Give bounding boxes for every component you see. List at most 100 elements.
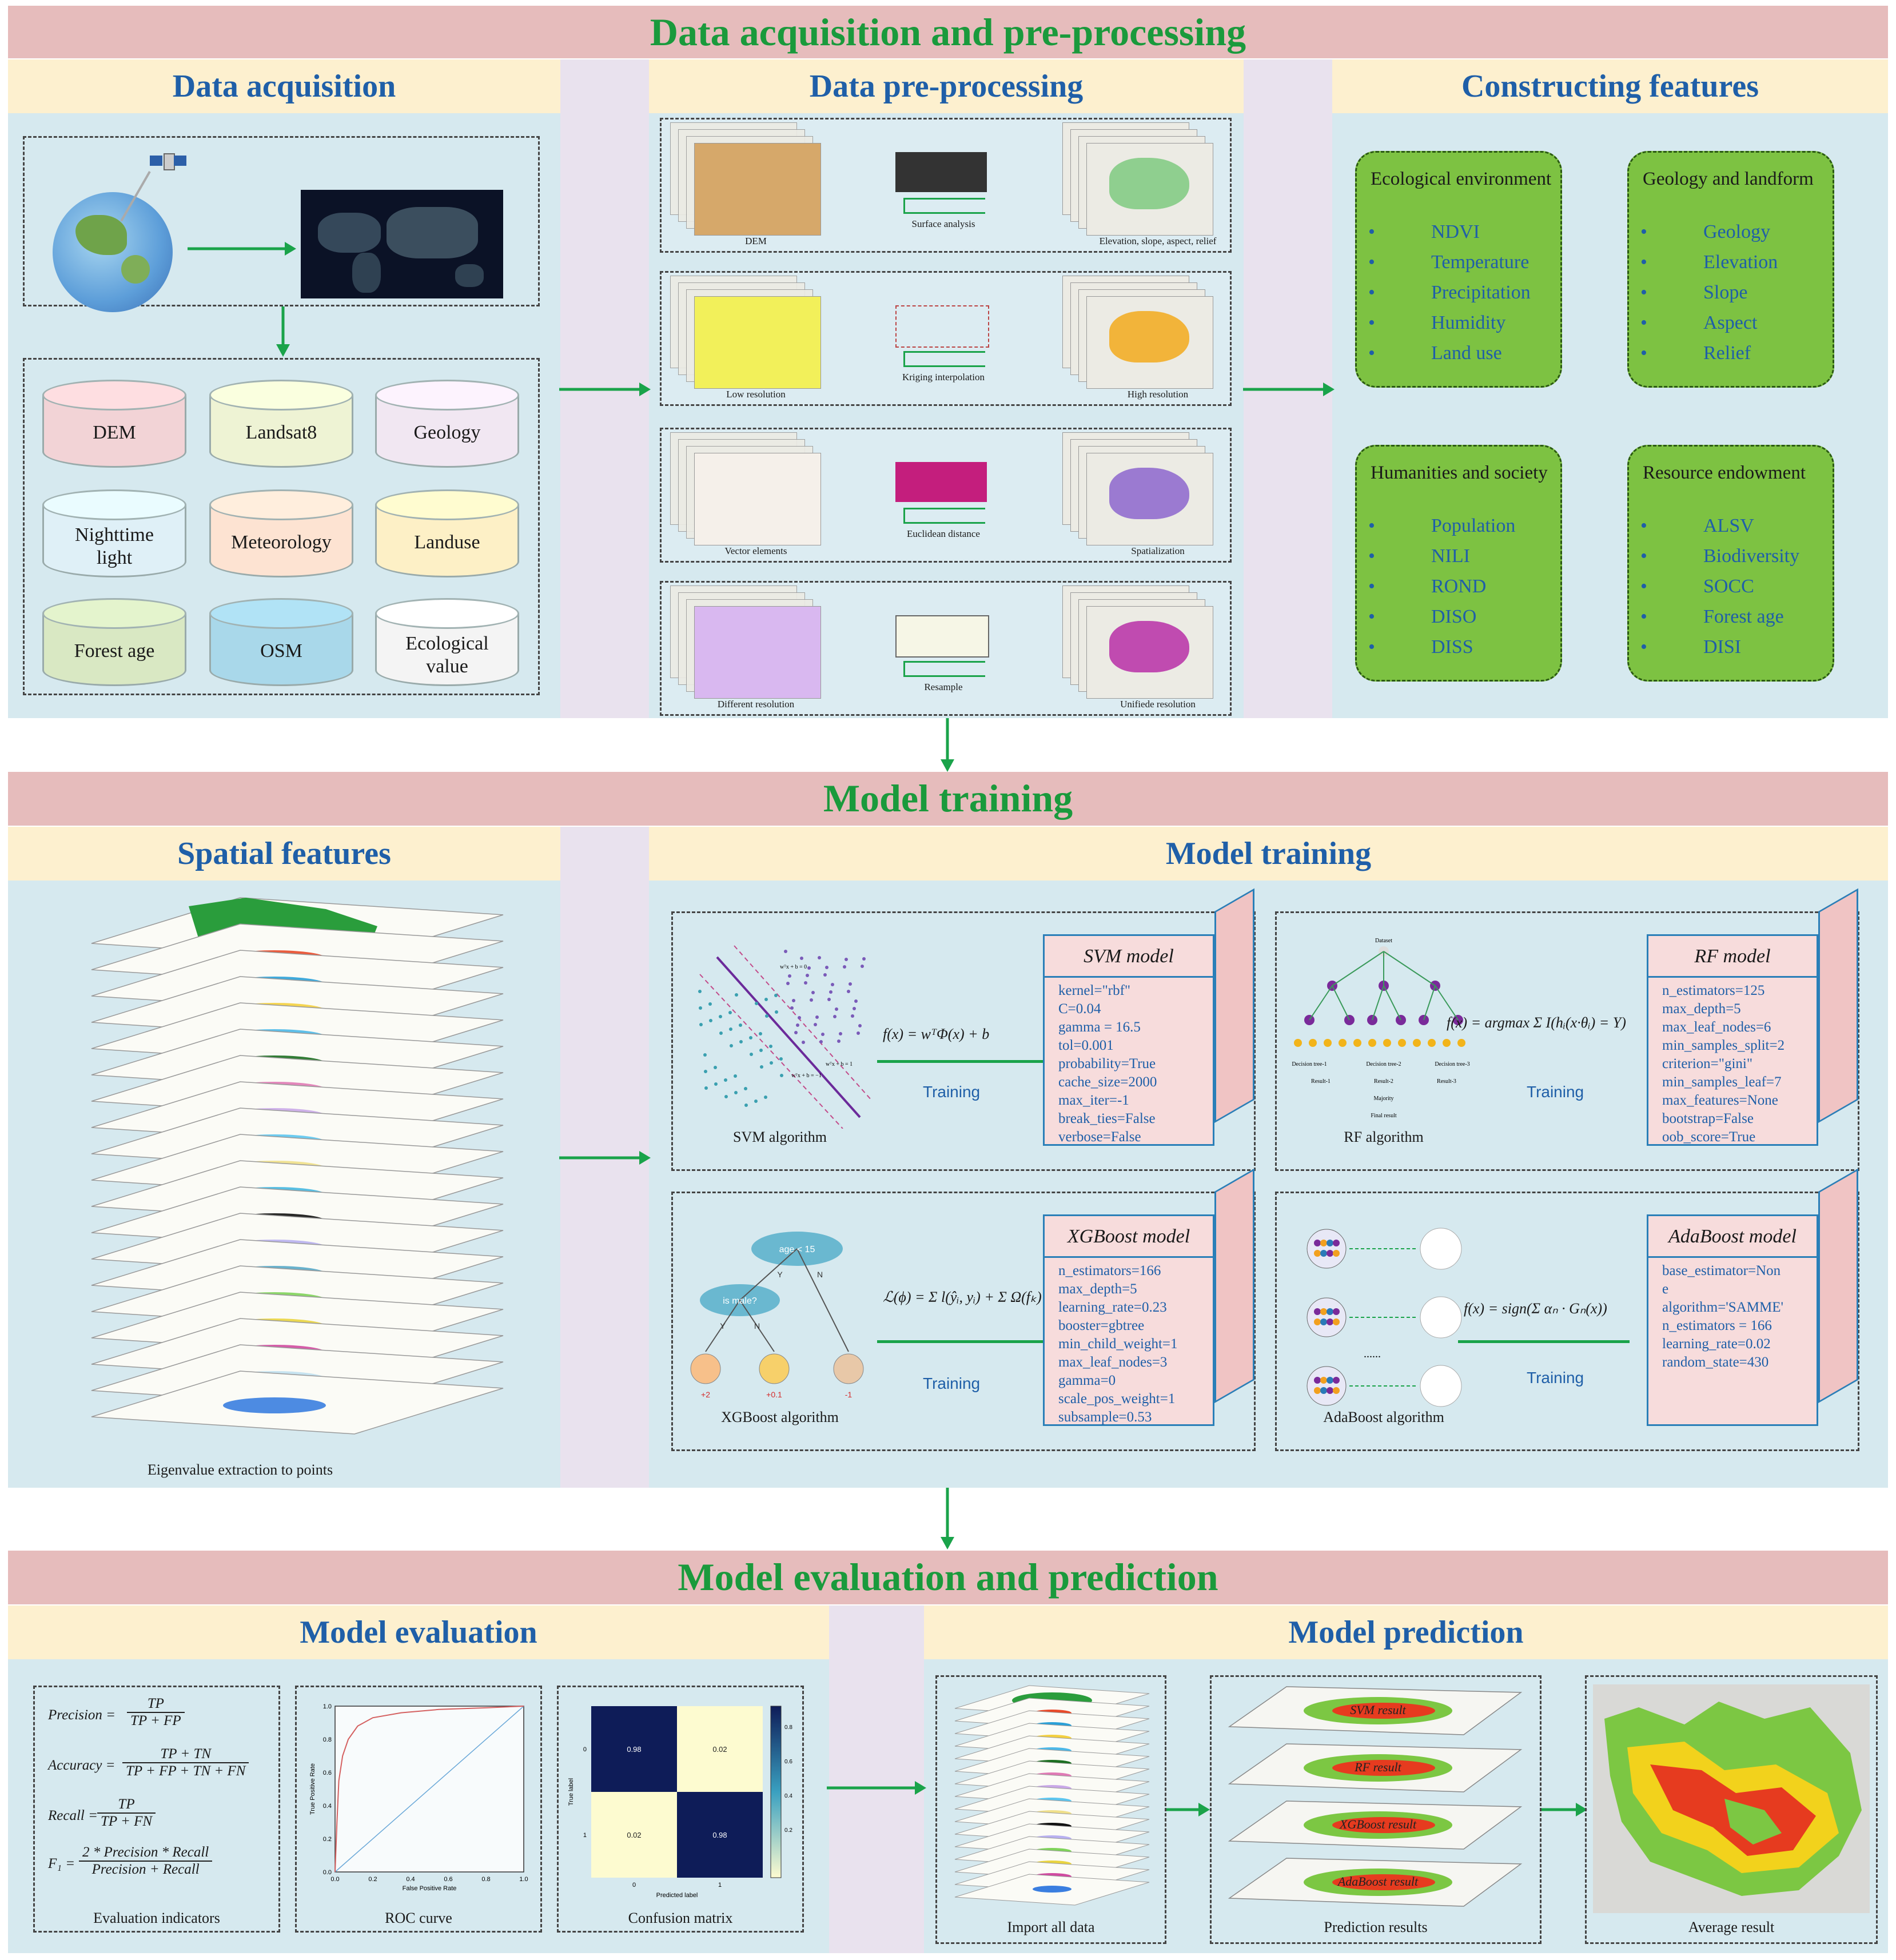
model-param: booster=gbtree bbox=[1058, 1318, 1145, 1333]
feature-item: •Temperature bbox=[1368, 247, 1531, 277]
weak-learner bbox=[1420, 1228, 1462, 1270]
tree-label: N bbox=[817, 1270, 823, 1279]
feature-item: •Land use bbox=[1368, 338, 1531, 368]
model-param: min_child_weight=1 bbox=[1058, 1336, 1178, 1352]
dataset-label: DEM bbox=[93, 422, 136, 443]
tree-edge bbox=[705, 1300, 740, 1352]
cm-colorbar-tick: 0.2 bbox=[784, 1827, 792, 1834]
cylinder-top bbox=[209, 489, 353, 520]
model-param: n_estimators=166 bbox=[1058, 1263, 1161, 1278]
training-arrow bbox=[877, 1340, 1049, 1343]
feature-label: SOCC bbox=[1703, 576, 1754, 597]
feature-item: •DISI bbox=[1640, 632, 1799, 662]
rf-label: Result-3 bbox=[1437, 1078, 1456, 1085]
satellite-icon bbox=[150, 150, 186, 173]
margin-label: wᵀx + b = 0 bbox=[780, 964, 807, 970]
dataset-cylinder: Ecological value bbox=[375, 598, 519, 690]
feature-item: •Humidity bbox=[1368, 308, 1531, 338]
model-param: max_depth=5 bbox=[1058, 1281, 1137, 1297]
formula-denominator: TP + FP bbox=[130, 1713, 181, 1728]
feature-label: DISI bbox=[1703, 636, 1742, 658]
satellite-frame bbox=[23, 136, 540, 306]
data-point bbox=[854, 999, 858, 1003]
leaf-node bbox=[1339, 1039, 1347, 1047]
data-point bbox=[810, 998, 813, 1002]
feature-group-title: Geology and landform bbox=[1643, 169, 1814, 189]
sample-dot bbox=[1314, 1318, 1321, 1325]
globe-icon bbox=[53, 192, 173, 312]
data-point bbox=[734, 1091, 738, 1094]
model-param: scale_pos_weight=1 bbox=[1058, 1391, 1176, 1407]
feature-list: •NDVI•Temperature•Precipitation•Humidity… bbox=[1368, 217, 1531, 368]
margin-label: wᵀx + b = −1 bbox=[791, 1073, 822, 1079]
model-param: break_ties=False bbox=[1058, 1111, 1156, 1126]
data-point bbox=[845, 958, 848, 961]
cm-x-label: Predicted label bbox=[656, 1892, 698, 1899]
model-card-side bbox=[1214, 1168, 1254, 1403]
model-param: n_estimators = 166 bbox=[1662, 1318, 1772, 1333]
sample-dot bbox=[1333, 1240, 1340, 1246]
bullet-icon: • bbox=[1640, 312, 1647, 333]
data-point bbox=[759, 1032, 762, 1035]
cm-cell bbox=[677, 1792, 763, 1878]
datasets-frame bbox=[23, 358, 540, 695]
tree-edge bbox=[1309, 985, 1333, 1021]
feature-group-title: Humanities and society bbox=[1371, 463, 1548, 483]
data-point bbox=[821, 1033, 824, 1036]
data-point bbox=[739, 1023, 742, 1027]
feature-label: NILI bbox=[1431, 545, 1470, 567]
data-point bbox=[749, 1036, 752, 1039]
hyperplane-line bbox=[716, 956, 861, 1118]
roc-x-label: False Positive Rate bbox=[403, 1885, 457, 1892]
cm-colorbar-tick: 0.4 bbox=[784, 1793, 792, 1799]
cm-frame bbox=[557, 1686, 804, 1933]
leaf-node bbox=[1443, 1039, 1451, 1047]
data-point bbox=[719, 1015, 722, 1018]
roc-y-label: True Positive Rate bbox=[309, 1763, 316, 1815]
tree-edge bbox=[1372, 985, 1384, 1021]
bullet-icon: • bbox=[1368, 312, 1375, 333]
subhead-model-prediction: Model prediction bbox=[924, 1606, 1888, 1659]
sample-dot bbox=[1333, 1377, 1340, 1384]
feature-label: Relief bbox=[1703, 342, 1751, 364]
dataset-cylinder: OSM bbox=[209, 598, 353, 690]
section-banner-acquisition: Data acquisition and pre-processing bbox=[8, 6, 1888, 58]
feature-label: Forest age bbox=[1703, 606, 1784, 627]
rf-label: Dataset bbox=[1375, 938, 1392, 944]
model-param: max_iter=-1 bbox=[1058, 1093, 1129, 1108]
data-point bbox=[800, 957, 803, 960]
sample-dot bbox=[1314, 1308, 1321, 1315]
model-param: oob_score=True bbox=[1662, 1129, 1756, 1145]
arrow-right-icon bbox=[827, 1781, 926, 1795]
process-arrow-icon bbox=[903, 508, 985, 524]
data-point bbox=[714, 1082, 718, 1086]
subhead-constructing-features: Constructing features bbox=[1332, 59, 1888, 113]
layer-thumbnail bbox=[694, 143, 821, 236]
bullet-icon: • bbox=[1368, 282, 1375, 303]
cm-value: 0.98 bbox=[712, 1831, 727, 1839]
data-point bbox=[806, 974, 809, 977]
training-label: Training bbox=[1527, 1369, 1584, 1387]
dataset-label: Landuse bbox=[414, 532, 480, 553]
data-point bbox=[760, 1065, 763, 1069]
sample-cluster bbox=[1307, 1297, 1347, 1337]
formula-numerator: 2 * Precision * Recall bbox=[79, 1845, 213, 1862]
roc-x-tick: 0.4 bbox=[406, 1876, 415, 1883]
algorithm-label: XGBoost algorithm bbox=[721, 1409, 839, 1425]
rf-label: Result-2 bbox=[1374, 1078, 1393, 1085]
training-arrow bbox=[877, 1060, 1049, 1063]
import-caption: Import all data bbox=[1007, 1919, 1095, 1935]
preproc-right-label: Elevation, slope, aspect, relief bbox=[1099, 236, 1217, 246]
model-card-side bbox=[1818, 888, 1858, 1123]
bullet-icon: • bbox=[1640, 515, 1647, 536]
dataset-label: Landsat8 bbox=[245, 422, 317, 443]
sample-cluster bbox=[1307, 1366, 1347, 1406]
arrow-right-icon bbox=[559, 1151, 651, 1165]
cm-value: 0.98 bbox=[627, 1745, 641, 1754]
data-point bbox=[698, 990, 702, 993]
tree-label: +2 bbox=[701, 1390, 710, 1399]
method-icon bbox=[895, 615, 989, 658]
